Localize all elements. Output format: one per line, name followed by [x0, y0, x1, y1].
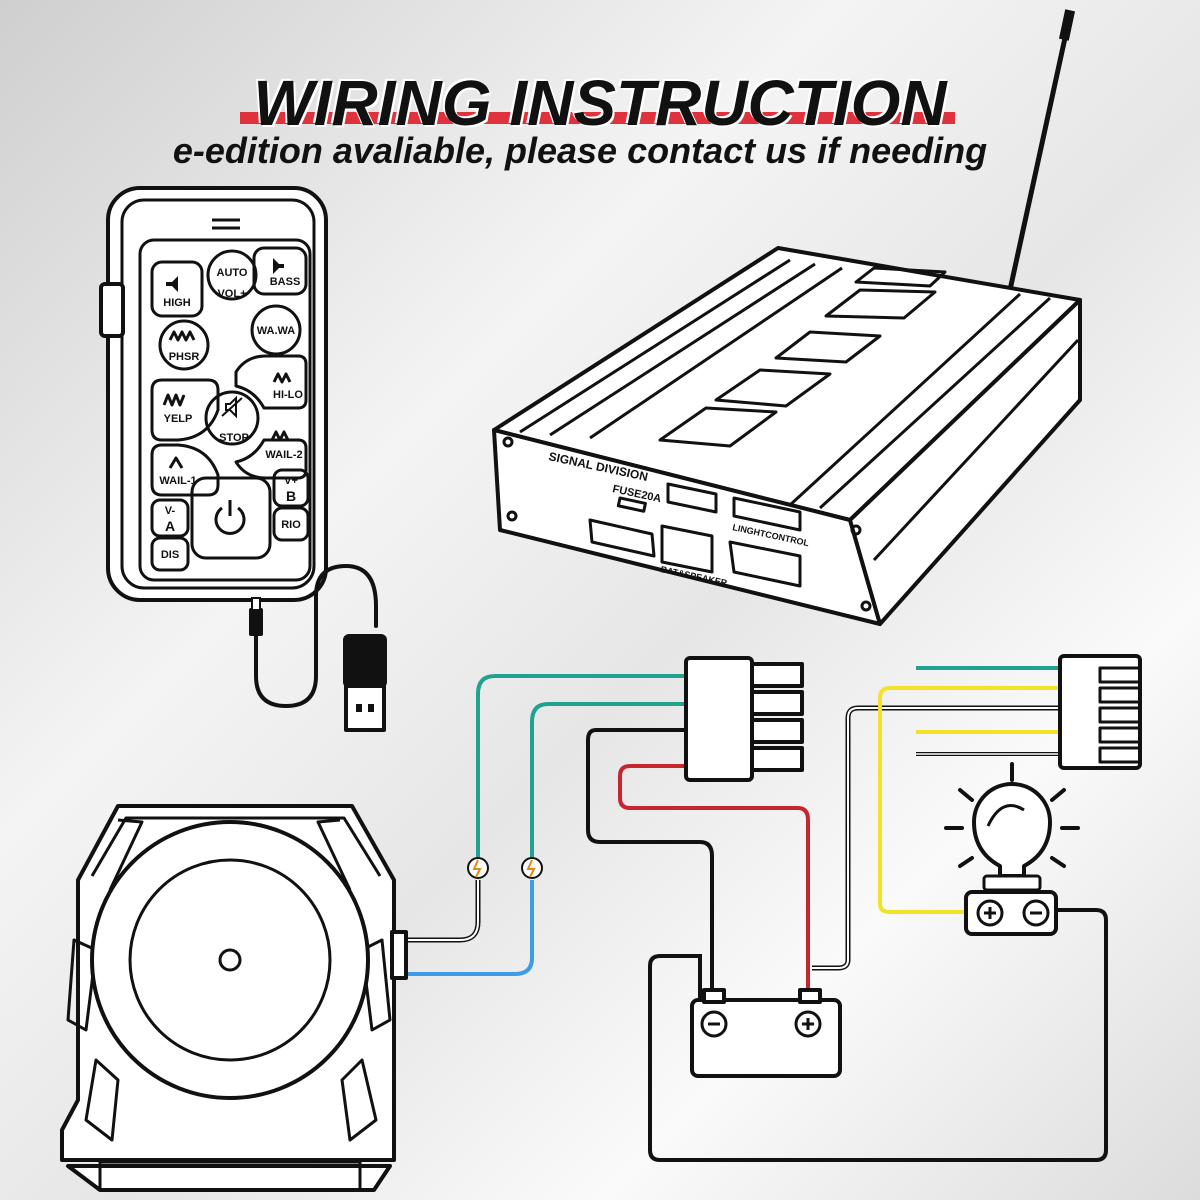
- v-minus-label: V-: [165, 505, 176, 517]
- black-power-wire: [586, 728, 714, 992]
- bass-button[interactable]: BASS: [252, 246, 308, 296]
- title-underline: [240, 112, 955, 124]
- light-negative-terminal: [1022, 899, 1050, 927]
- hi-lo-button[interactable]: HI-LO: [234, 354, 308, 410]
- yelp-wave-icon: [162, 393, 186, 407]
- siren-speaker: [60, 804, 408, 1192]
- v-minus-a-button[interactable]: V- A: [150, 498, 190, 538]
- wire-connector-1: [467, 857, 489, 879]
- hi-lo-label: HI-LO: [273, 389, 303, 401]
- bat-speaker-socket[interactable]: [660, 524, 714, 574]
- power-button[interactable]: [190, 476, 272, 560]
- teal-wire-2: [530, 702, 686, 862]
- auto-vol-button[interactable]: AUTO VOL+: [206, 249, 258, 301]
- light-positive-terminal: [976, 899, 1004, 927]
- phaser-wave-icon: [168, 330, 196, 342]
- wire-connector-2: [521, 857, 543, 879]
- speaker-icon: [166, 276, 178, 292]
- phsr-button[interactable]: PHSR: [158, 319, 210, 371]
- stop-label: STOP: [219, 432, 249, 444]
- yelp-button[interactable]: YELP: [150, 378, 220, 442]
- battery: [690, 988, 842, 1078]
- wail1-label: WAIL-1: [159, 475, 196, 487]
- high-button[interactable]: HIGH: [150, 260, 204, 318]
- ground-loop-wire: [648, 908, 1108, 1162]
- rio-button[interactable]: RIO: [272, 506, 310, 542]
- wail1-button[interactable]: WAIL-1: [150, 443, 220, 497]
- fuse-slot: [588, 518, 656, 558]
- page-title: WIRING INSTRUCTION: [253, 67, 947, 139]
- stop-button[interactable]: STOP: [204, 390, 260, 446]
- wail2-wave-icon: [270, 430, 290, 442]
- power-icon: [214, 506, 246, 535]
- usb-a-plug: [343, 634, 387, 688]
- light-control-plug: [1058, 654, 1142, 770]
- antenna: [1007, 9, 1076, 291]
- warning-light-bulb: [944, 762, 1080, 892]
- dis-label: DIS: [161, 549, 179, 561]
- page-subtitle: e-edition avaliable, please contact us i…: [172, 130, 988, 171]
- phsr-label: PHSR: [169, 351, 200, 363]
- terminal-block: [666, 482, 718, 514]
- yellow-wire-1: [878, 686, 1060, 914]
- rio-label: RIO: [281, 519, 301, 531]
- bass-speaker-icon: [273, 258, 284, 274]
- battery-positive-terminal: [794, 1010, 822, 1038]
- wail1-wave-icon: [168, 456, 184, 469]
- v-plus-label: V+: [284, 475, 298, 487]
- battery-negative-terminal: [700, 1010, 728, 1038]
- bat-speaker-plug: [684, 656, 804, 782]
- teal-wire-1: [476, 674, 686, 862]
- high-label: HIGH: [163, 297, 191, 309]
- fuse-holder: [616, 496, 647, 513]
- red-power-wire: [618, 764, 810, 992]
- wawa-label: WA.WA: [257, 325, 296, 337]
- b-label: B: [286, 488, 296, 504]
- side-clip: [99, 282, 125, 338]
- light-control-terminals: [732, 496, 802, 532]
- blue-wire: [404, 880, 534, 976]
- yelp-label: YELP: [164, 413, 193, 425]
- micro-usb-plug: [249, 608, 263, 636]
- hilo-wave-icon: [272, 372, 292, 384]
- dis-button[interactable]: DIS: [150, 536, 190, 572]
- siren-amplifier: SIGNAL DIVISION FUSE20A BAT&SPEAKER LING…: [492, 246, 1082, 626]
- wail2-label: WAIL-2: [265, 449, 302, 461]
- bass-label: BASS: [270, 276, 301, 288]
- speaker-wire-outer: [404, 880, 481, 943]
- vol-plus-label: VOL+: [217, 288, 246, 300]
- auto-label: AUTO: [217, 267, 248, 279]
- wawa-button[interactable]: WA.WA: [250, 304, 302, 356]
- mute-icon: [225, 395, 237, 419]
- remote-control: HIGH AUTO VOL+ BASS PHSR WA.WA: [99, 186, 328, 602]
- light-terminal-block: [964, 890, 1058, 936]
- v-plus-b-button[interactable]: V+ B: [272, 468, 310, 508]
- light-control-socket[interactable]: [728, 540, 802, 588]
- usb-cable: [249, 564, 387, 732]
- a-label: A: [165, 518, 175, 534]
